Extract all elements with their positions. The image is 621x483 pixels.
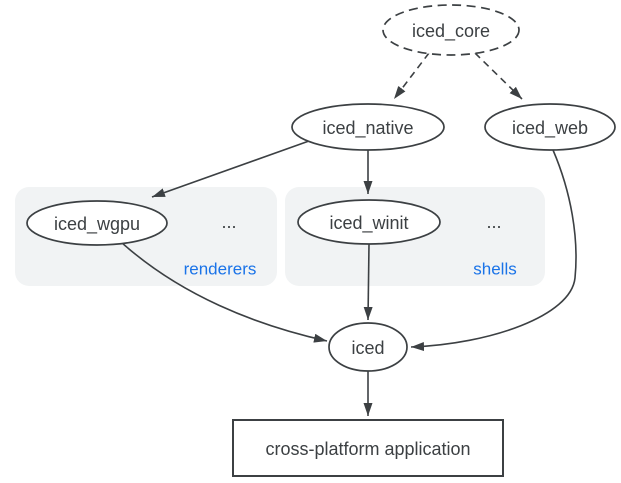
iced-web-ellipse <box>484 103 616 151</box>
iced-web-label: iced_web <box>512 118 588 139</box>
iced-ellipse <box>328 322 408 372</box>
edge-iced_native-iced_wgpu <box>151 140 310 198</box>
iced-wgpu-label: iced_wgpu <box>54 214 140 235</box>
iced-core-ellipse <box>382 4 520 56</box>
edge-iced_wgpu-iced <box>120 241 328 343</box>
renderers-cluster-label: renderers <box>184 260 257 279</box>
shells-cluster-label: shells <box>473 260 516 279</box>
application-label: cross-platform application <box>265 439 470 459</box>
iced-native-label: iced_native <box>322 118 413 139</box>
node-cross-platform-application: cross-platform application <box>232 419 504 477</box>
edge-iced_web-iced <box>410 149 577 351</box>
edge-iced_core-iced_native <box>393 52 430 100</box>
iced-core-label: iced_core <box>412 21 490 42</box>
iced-native-ellipse <box>291 103 445 151</box>
application-rect <box>232 419 504 477</box>
iced-label: iced <box>351 338 384 358</box>
iced-winit-ellipse <box>297 199 441 245</box>
renderers-ellipsis: ... <box>221 212 236 232</box>
shells-ellipsis: ... <box>486 212 501 232</box>
node-iced-core: iced_core <box>382 4 520 56</box>
iced-winit-label: iced_winit <box>329 213 408 234</box>
node-iced-wgpu: iced_wgpu <box>26 200 168 246</box>
node-iced-native: iced_native <box>291 103 445 151</box>
iced-wgpu-ellipse <box>26 200 168 246</box>
node-iced-web: iced_web <box>484 103 616 151</box>
edge-iced_winit-iced <box>363 243 373 321</box>
edge-iced_core-iced_web <box>474 52 523 100</box>
node-iced-winit: iced_winit <box>297 199 441 245</box>
node-iced: iced <box>328 322 408 372</box>
